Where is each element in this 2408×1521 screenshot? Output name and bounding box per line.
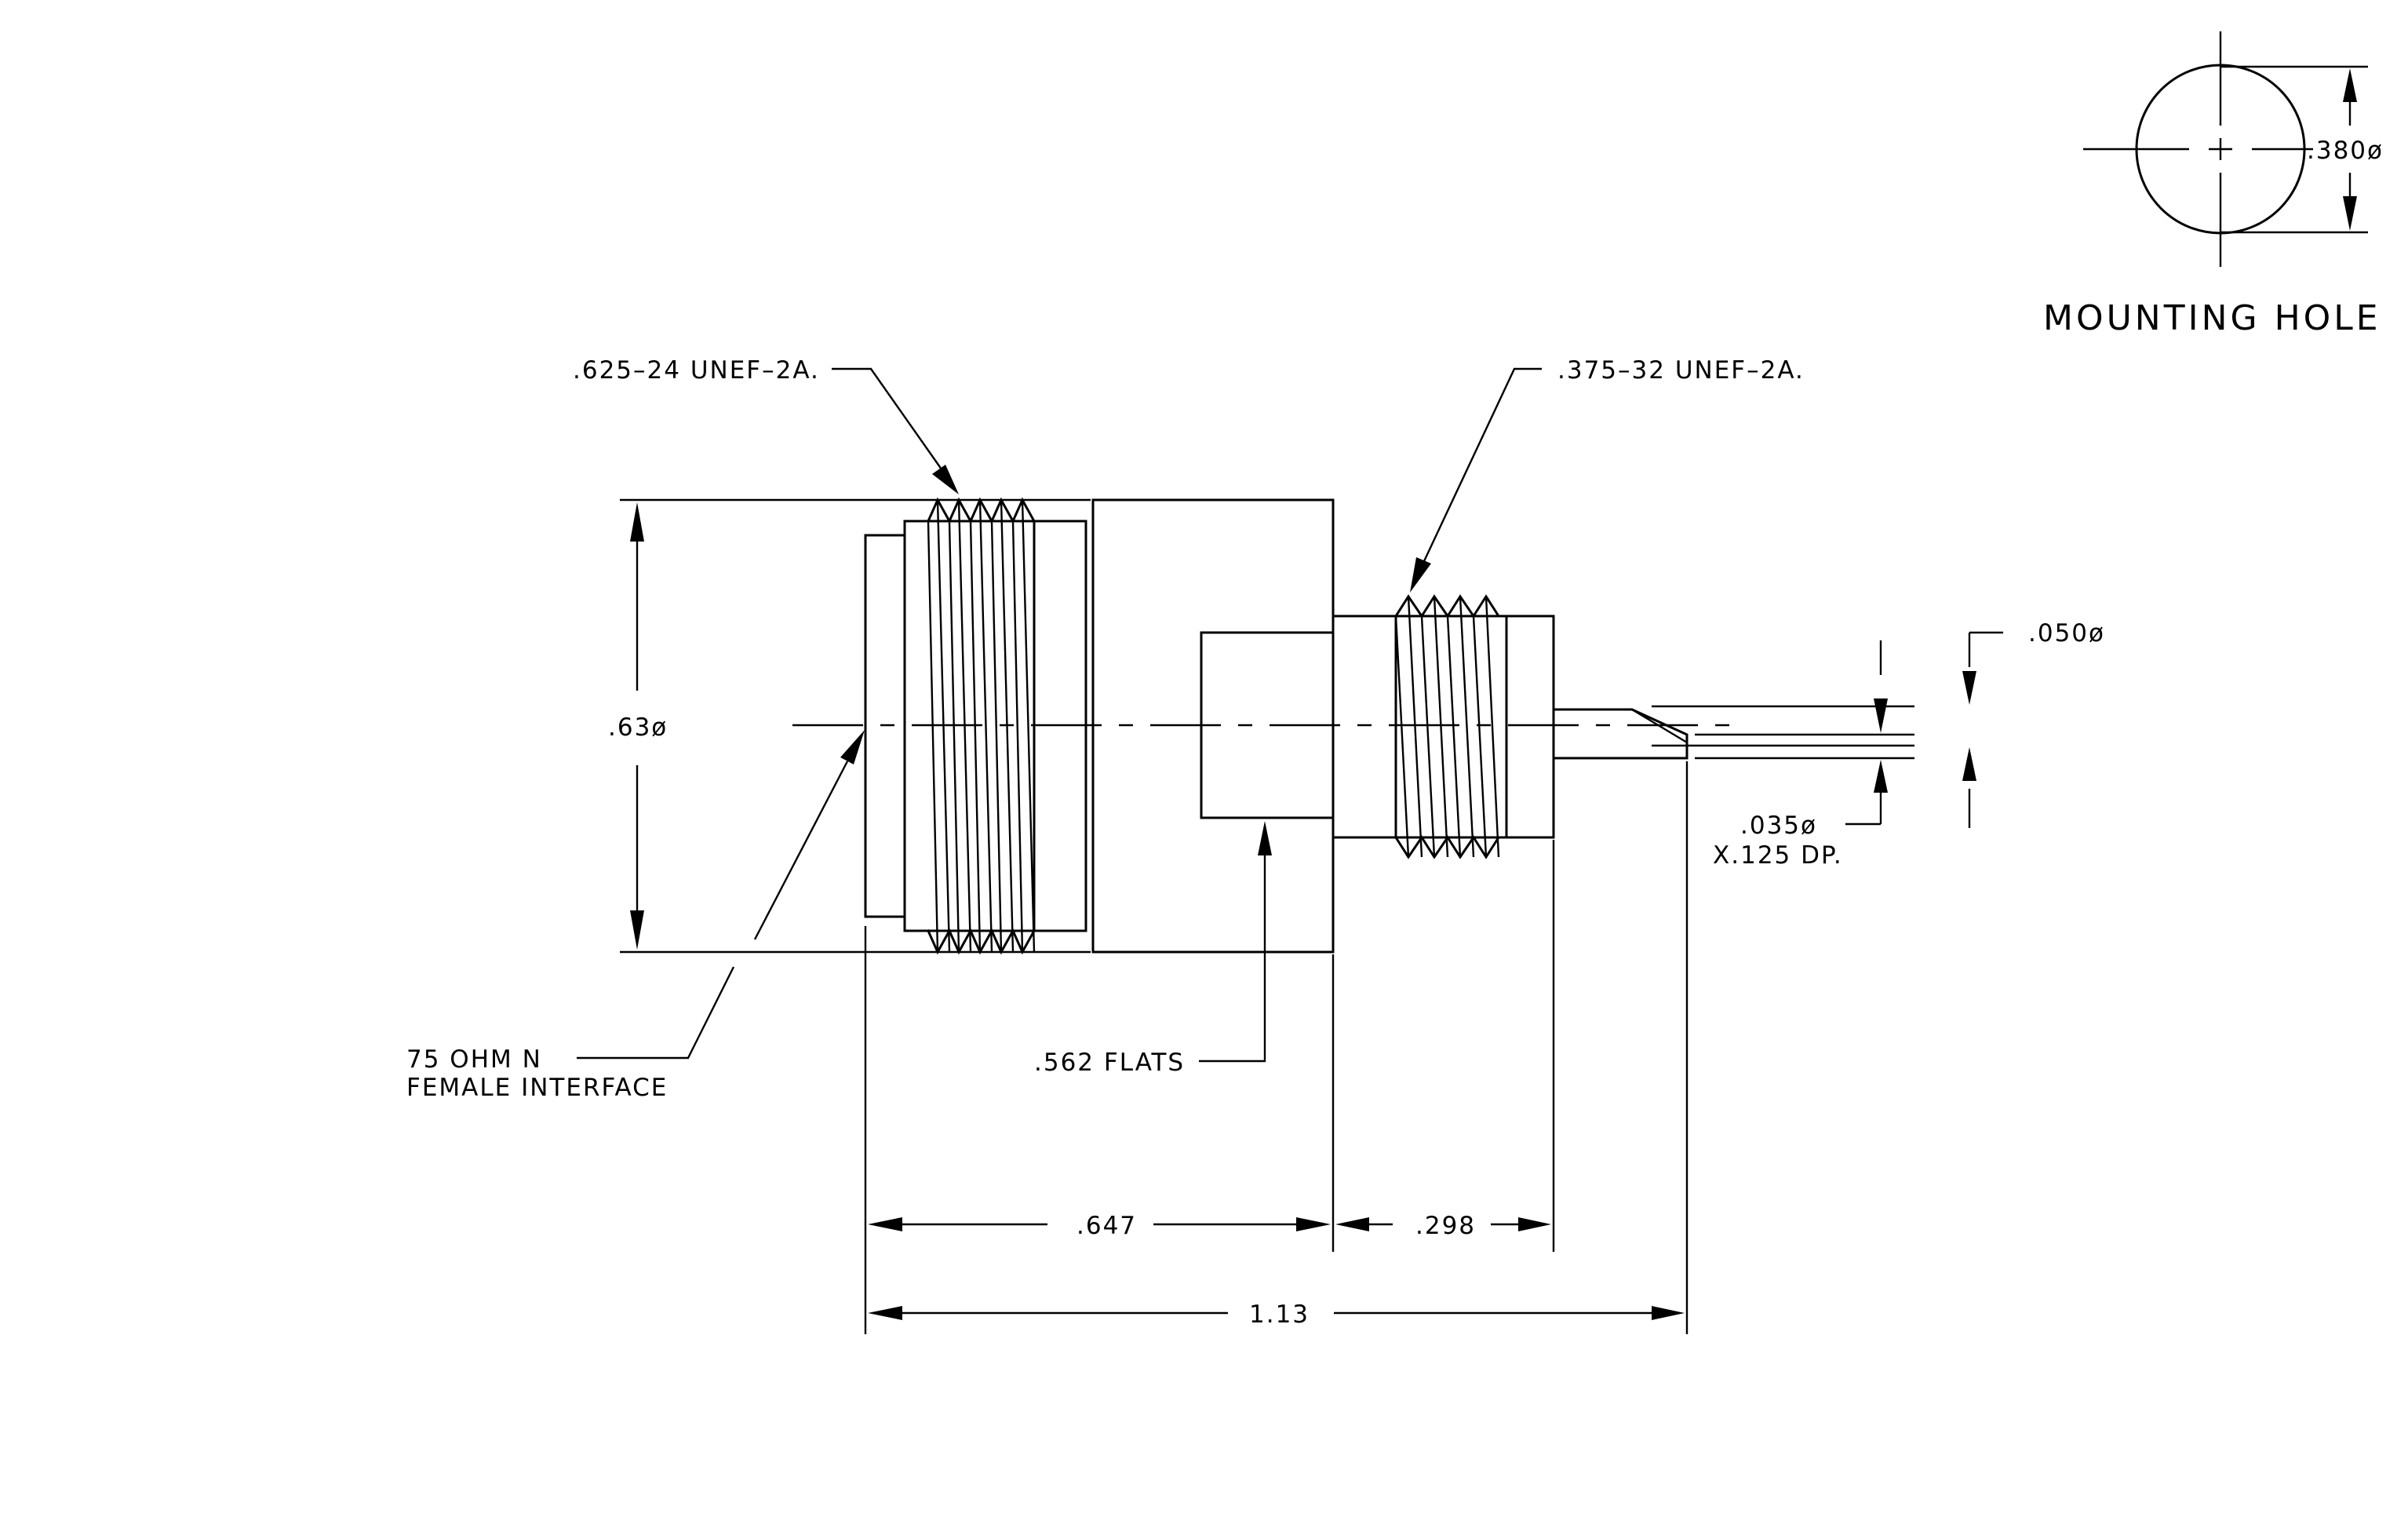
mounting-hole-diameter-label: .380ø [2307,137,2384,165]
pin-diameter-label: .050ø [2028,619,2105,647]
front-length-label: .647 [1076,1212,1137,1240]
dimension-front-length: .647 [868,1212,1331,1240]
rear-thread [1393,594,1508,859]
hole-depth-label: X.125 DP. [1713,841,1843,870]
overall-length-label: 1.13 [1249,1300,1310,1329]
center-pin [1552,705,1914,760]
rear-step-end [1505,615,1555,839]
callout-left-thread: .625–24 UNEF–2A. [573,356,959,494]
front-rear-step [1033,520,1087,932]
hole-diameter-label: .035ø [1740,812,1817,840]
dimension-rear-length: .298 [1335,1212,1551,1240]
callout-interface: 75 OHM N FEMALE INTERFACE [406,730,865,1102]
interface-label-line1: 75 OHM N [406,1045,542,1074]
mounting-hole-title: MOUNTING HOLE [2043,298,2381,338]
flats-label: .562 FLATS [1034,1049,1185,1077]
right-thread-label: .375–32 UNEF–2A. [1557,356,1805,385]
dimension-overall-length: 1.13 [868,1300,1685,1329]
callout-flats: .562 FLATS [1034,821,1272,1077]
dimension-pin-diameter: .050ø [1962,619,2105,828]
dimension-body-diameter: .63ø [608,498,1091,954]
dimension-hole-diameter: .035ø X.125 DP. [1713,640,1888,870]
rear-length-label: .298 [1415,1212,1476,1240]
connector-body [792,497,1914,955]
rear-step-front [1332,615,1397,839]
left-thread-label: .625–24 UNEF–2A. [573,356,820,385]
callout-right-thread: .375–32 UNEF–2A. [1410,356,1805,593]
body-diameter-label: .63ø [608,713,668,742]
mounting-hole-detail: .380ø MOUNTING HOLE [2043,31,2384,338]
interface-label-line2: FEMALE INTERFACE [406,1074,668,1102]
